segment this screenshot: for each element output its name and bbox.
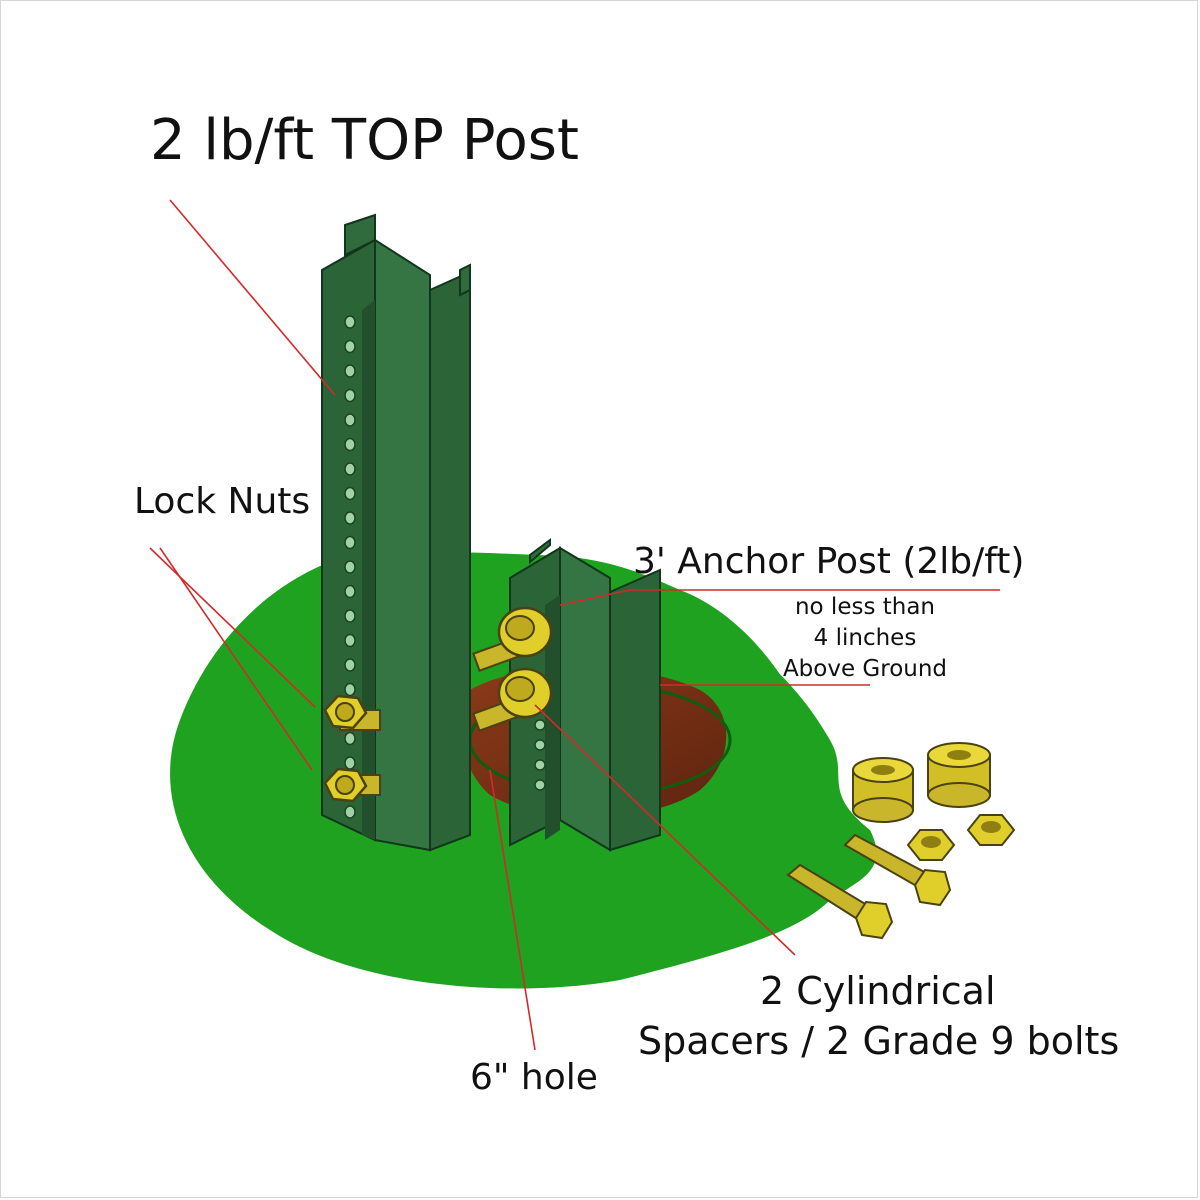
post-hole bbox=[344, 609, 356, 623]
title-label: 2 lb/ft TOP Post bbox=[150, 108, 579, 173]
post-hole bbox=[344, 364, 356, 378]
post-hole bbox=[344, 560, 356, 574]
post-hole bbox=[344, 535, 356, 550]
loose-bolt-1 bbox=[843, 833, 952, 907]
post-hole bbox=[344, 437, 356, 452]
post-hole bbox=[344, 511, 356, 525]
leader-spacers bbox=[534, 704, 796, 956]
loose-spacer-2 bbox=[927, 742, 991, 808]
spacers-label-line-2: Spacers / 2 Grade 9 bolts bbox=[638, 1019, 1120, 1063]
loose-lock-nut-2 bbox=[966, 814, 1016, 846]
post-hole bbox=[344, 682, 356, 697]
loose-spacer-1 bbox=[852, 757, 914, 823]
mounted-lock-nuts bbox=[323, 694, 381, 803]
top-post-holes bbox=[344, 315, 356, 819]
post-hole bbox=[344, 462, 356, 476]
post-hole bbox=[344, 413, 356, 427]
loose-bolt-2 bbox=[786, 863, 894, 940]
anchor-note-line-3: Above Ground bbox=[782, 656, 948, 682]
lock-nuts-label: Lock Nuts bbox=[134, 481, 311, 522]
spacers-label-line-1: 2 Cylindrical bbox=[760, 969, 996, 1013]
leader-top-post bbox=[169, 199, 336, 396]
mounted-spacers bbox=[472, 606, 553, 732]
anchor-post-label: 3' Anchor Post (2lb/ft) bbox=[633, 541, 1025, 582]
post-hole bbox=[344, 584, 356, 599]
anchor-height-note: no less than 4 linches Above Ground bbox=[760, 592, 970, 685]
post-hole bbox=[344, 339, 356, 354]
anchor-note-line-1: no less than bbox=[794, 594, 936, 620]
post-hole bbox=[344, 658, 356, 672]
post-hole bbox=[344, 388, 356, 403]
post-hole bbox=[344, 633, 356, 648]
top-post bbox=[321, 213, 471, 852]
leader-hole bbox=[489, 769, 536, 1051]
leader-anchor-post bbox=[559, 589, 1000, 606]
loose-lock-nut-1 bbox=[906, 829, 956, 861]
post-hole bbox=[344, 486, 356, 501]
anchor-note-line-2: 4 linches bbox=[813, 625, 917, 651]
leader-lock-nut-lower bbox=[159, 547, 313, 771]
leader-lines bbox=[149, 199, 1000, 1051]
post-hole bbox=[344, 315, 356, 329]
anchor-post bbox=[509, 538, 661, 852]
post-hole bbox=[344, 731, 356, 746]
post-hole bbox=[344, 756, 356, 770]
hole-label: 6" hole bbox=[470, 1057, 598, 1098]
post-hole bbox=[344, 805, 356, 819]
